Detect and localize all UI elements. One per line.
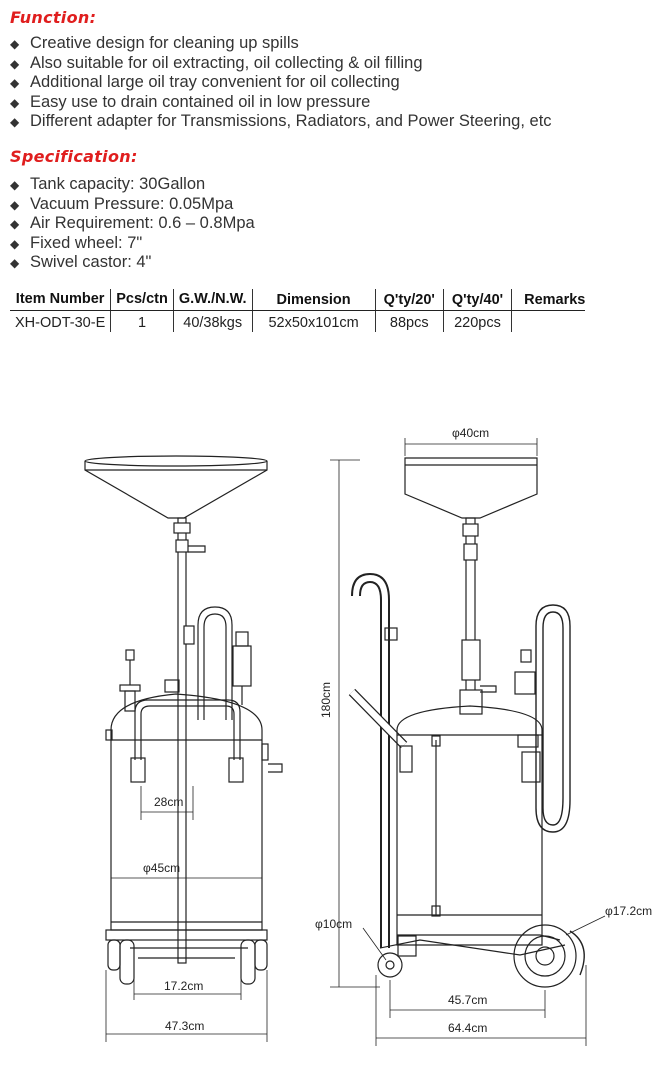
- table-cell: 52x50x101cm: [252, 310, 376, 332]
- list-item: ◆Different adapter for Transmissions, Ra…: [10, 112, 552, 132]
- depth-label: 64.4cm: [448, 1021, 487, 1035]
- diamond-bullet-icon: ◆: [10, 56, 20, 71]
- table-cell: 40/38kgs: [173, 310, 253, 332]
- column-header: Dimension: [252, 289, 376, 311]
- diamond-bullet-icon: ◆: [10, 217, 20, 232]
- table-header-row: Item Number Pcs/ctn G.W./N.W. Dimension …: [10, 289, 586, 311]
- castor-diameter-label: φ10cm: [315, 917, 352, 931]
- base-inner-label: 17.2cm: [164, 979, 203, 993]
- column-header: Item Number: [10, 289, 112, 311]
- column-header: Remarks: [511, 289, 586, 311]
- side-view: [330, 438, 606, 1046]
- list-item: ◆Creative design for cleaning up spills: [10, 34, 552, 54]
- list-item: ◆Vacuum Pressure: 0.05Mpa: [10, 195, 255, 215]
- table-cell: 1: [110, 310, 174, 332]
- diamond-bullet-icon: ◆: [10, 256, 20, 271]
- spec-table: Item Number Pcs/ctn G.W./N.W. Dimension …: [10, 289, 586, 332]
- diamond-bullet-icon: ◆: [10, 197, 20, 212]
- front-view: [84, 455, 283, 1042]
- table-cell: 220pcs: [443, 310, 513, 332]
- column-header: G.W./N.W.: [173, 289, 253, 311]
- diamond-bullet-icon: ◆: [10, 115, 20, 130]
- table-cell: 88pcs: [375, 310, 444, 332]
- specification-list: ◆Tank capacity: 30Gallon ◆Vacuum Pressur…: [10, 175, 255, 273]
- diamond-bullet-icon: ◆: [10, 95, 20, 110]
- list-item: ◆Swivel castor: 4": [10, 253, 255, 273]
- base-width-label: 47.3cm: [165, 1019, 204, 1033]
- table-cell: XH-ODT-30-E: [10, 310, 112, 332]
- tank-diameter-label: φ45cm: [143, 861, 180, 875]
- diamond-bullet-icon: ◆: [10, 236, 20, 251]
- list-item: ◆Also suitable for oil extracting, oil c…: [10, 54, 552, 74]
- list-item: ◆Tank capacity: 30Gallon: [10, 175, 255, 195]
- diamond-bullet-icon: ◆: [10, 178, 20, 192]
- column-header: Pcs/ctn: [110, 289, 174, 311]
- table-row: XH-ODT-30-E 1 40/38kgs 52x50x101cm 88pcs…: [10, 310, 585, 332]
- list-item: ◆Easy use to drain contained oil in low …: [10, 93, 552, 113]
- column-header: Q'ty/20': [375, 289, 444, 311]
- tray-diameter-label: φ40cm: [452, 426, 489, 440]
- diamond-bullet-icon: ◆: [10, 76, 20, 91]
- specification-heading: Specification:: [10, 147, 138, 166]
- wheel-diameter-label: φ17.2cm: [605, 904, 652, 918]
- column-header: Q'ty/40': [443, 289, 513, 311]
- height-label: 180cm: [319, 682, 333, 718]
- diamond-bullet-icon: ◆: [10, 37, 20, 51]
- function-list: ◆Creative design for cleaning up spills …: [10, 34, 552, 132]
- list-item: ◆Additional large oil tray convenient fo…: [10, 73, 552, 93]
- arm-width-label: 28cm: [154, 795, 183, 809]
- wheelbase-label: 45.7cm: [448, 993, 487, 1007]
- list-item: ◆Fixed wheel: 7": [10, 234, 255, 254]
- list-item: ◆Air Requirement: 0.6 – 0.8Mpa: [10, 214, 255, 234]
- function-heading: Function:: [10, 8, 97, 27]
